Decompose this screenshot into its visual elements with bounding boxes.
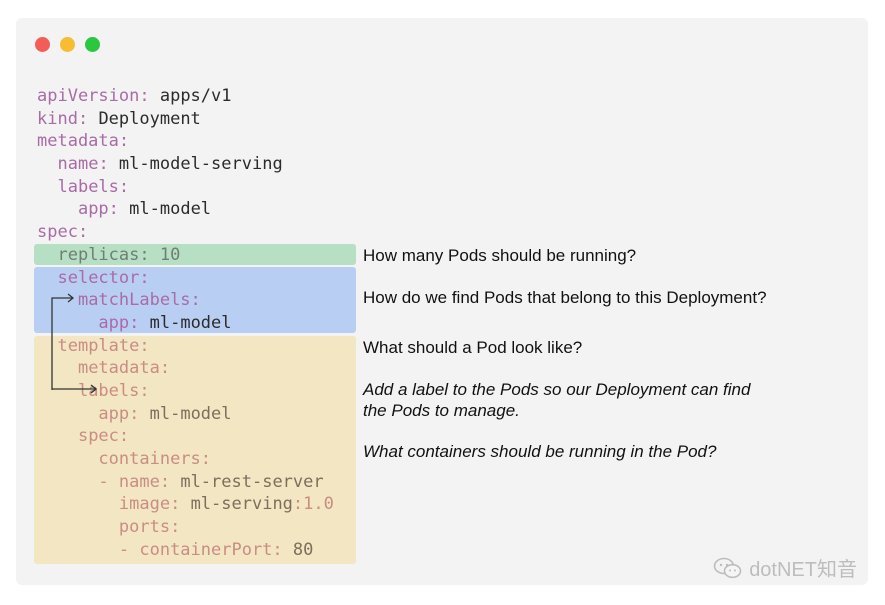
close-button[interactable]: [35, 37, 50, 52]
yaml-key: - name: [98, 471, 160, 492]
yaml-key: template: [57, 335, 140, 356]
yaml-separator: :: [77, 222, 89, 243]
yaml-separator: :: [170, 517, 181, 538]
yaml-key: labels: [77, 380, 140, 401]
yaml-separator: :: [159, 358, 171, 379]
yaml-key: app: [77, 199, 109, 220]
yaml-separator: :: [139, 335, 150, 356]
yaml-separator: :: [108, 199, 130, 220]
code-line: app: ml-model: [37, 198, 334, 221]
code-line: apiVersion: apps/v1: [37, 85, 334, 108]
yaml-key: selector: [57, 267, 140, 288]
yaml-separator: :: [118, 131, 130, 152]
maximize-button[interactable]: [85, 37, 100, 52]
code-line: app: ml-model: [37, 312, 334, 335]
code-line: name: ml-model-serving: [37, 153, 334, 176]
code-line: kind: Deployment: [37, 108, 334, 131]
code-line: replicas: 10: [37, 244, 334, 267]
yaml-key: app: [98, 403, 130, 424]
yaml-separator: :: [98, 154, 119, 175]
annotation-template: What should a Pod look like?: [363, 338, 583, 357]
yaml-value: ml-model: [129, 199, 212, 220]
yaml-key: spec: [37, 222, 78, 243]
annotation-containers: What containers should be running in the…: [363, 442, 717, 461]
yaml-value: ml-rest-server: [180, 471, 324, 492]
yaml-key: labels: [57, 176, 119, 197]
yaml-value: Deployment: [98, 108, 201, 129]
code-line: metadata:: [37, 130, 334, 153]
replicas-highlight: [34, 244, 356, 265]
code-line: - name: ml-rest-server: [37, 471, 334, 494]
yaml-separator: :: [190, 290, 201, 311]
code-line: spec:: [37, 425, 334, 448]
yaml-separator: :: [159, 471, 181, 492]
yaml-separator: :: [272, 539, 293, 560]
annotation-selector: How do we find Pods that belong to this …: [363, 288, 767, 307]
code-line: app: ml-model: [37, 403, 334, 426]
minimize-button[interactable]: [60, 37, 75, 52]
code-line: metadata:: [37, 357, 334, 380]
yaml-separator: :: [139, 380, 150, 401]
yaml-key: kind: [37, 108, 78, 129]
yaml-separator: :: [139, 244, 160, 265]
selector-highlight: [34, 267, 356, 333]
code-line: labels:: [37, 176, 334, 199]
yaml-separator: :: [139, 86, 160, 106]
yaml-separator: :: [200, 449, 212, 469]
yaml-value: ml-serving: [190, 494, 293, 515]
watermark: dotNET知音: [713, 553, 857, 582]
template-highlight: [34, 336, 356, 564]
yaml-key: name: [57, 154, 99, 175]
wechat-icon: [713, 557, 742, 578]
watermark-text: dotNET知音: [749, 559, 857, 581]
yaml-key: metadata: [37, 131, 119, 152]
yaml-separator: :: [139, 267, 150, 288]
yaml-value-suffix: :1.0: [292, 494, 334, 515]
yaml-key: spec: [77, 426, 119, 447]
yaml-separator: :: [170, 494, 191, 515]
yaml-value: ml-model: [149, 403, 232, 424]
yaml-key: matchLabels: [77, 290, 191, 311]
code-line: matchLabels:: [37, 289, 334, 312]
yaml-separator: :: [118, 176, 130, 197]
yaml-key: apiVersion: [37, 86, 140, 106]
annotation-replicas: How many Pods should be running?: [363, 246, 637, 265]
yaml-key: - containerPort: [118, 539, 273, 560]
yaml-value: ml-model-serving: [118, 154, 283, 175]
yaml-key: ports: [118, 517, 171, 538]
annotation-labels: Add a label to the Pods so our Deploymen…: [363, 380, 751, 420]
yaml-key: app: [98, 312, 130, 333]
yaml-value: 10: [159, 244, 181, 265]
yaml-key: containers: [98, 449, 201, 469]
yaml-separator: :: [118, 426, 130, 447]
yaml-key: metadata: [77, 358, 160, 379]
yaml-value: 80: [292, 539, 314, 560]
code-line: labels:: [37, 380, 334, 403]
yaml-separator: :: [129, 403, 150, 424]
code-line: containers:: [37, 448, 334, 471]
yaml-key: image: [118, 494, 171, 515]
code-line: ports:: [37, 516, 334, 539]
yaml-separator: :: [77, 108, 99, 129]
yaml-value: apps/v1: [159, 86, 232, 106]
yaml-key: replicas: [57, 244, 140, 265]
yaml-value: ml-model: [149, 312, 232, 333]
code-line: spec:: [37, 221, 334, 244]
yaml-separator: :: [129, 312, 150, 333]
code-line: template:: [37, 335, 334, 358]
code-line: - containerPort: 80: [37, 539, 334, 562]
code-line: selector:: [37, 267, 334, 290]
code-line: image: ml-serving:1.0: [37, 493, 334, 516]
